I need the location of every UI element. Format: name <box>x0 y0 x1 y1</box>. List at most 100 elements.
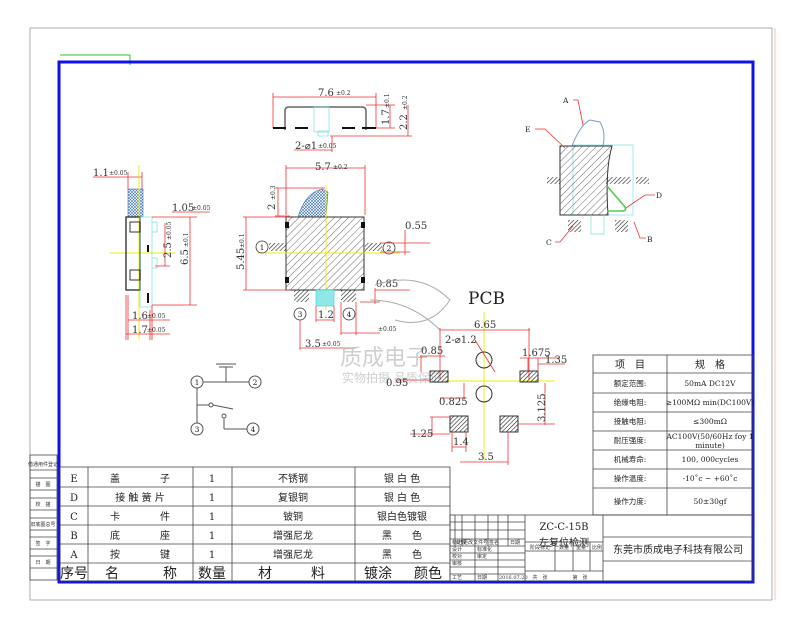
bom-row-name: 按 键 <box>110 548 170 561</box>
bom-row-material: 增强尼龙 <box>273 529 313 542</box>
bom-row-name: 卡 件 <box>110 510 170 523</box>
dim-text: 2.5 <box>163 242 174 258</box>
checker-label: 校对 <box>452 553 462 560</box>
process-label: 工艺 <box>452 575 462 581</box>
dim-tol: ±0.05 <box>192 205 211 212</box>
dim-text: 0.55 <box>405 221 427 232</box>
strip-label: 签 字 <box>35 540 50 547</box>
dim-text: 1.1 <box>93 168 109 179</box>
watermark-logo-text: 质成电子 <box>340 346 428 371</box>
total-sheets: 共 张 <box>532 574 547 581</box>
spec-table: 项 目 规 格 额定范围: 50mA DC12V 绝缘电阻: ≥100MΩ mi… <box>592 354 755 516</box>
spec-value: 100, 000cycles <box>682 455 739 464</box>
dim-text: 3.125 <box>537 393 548 422</box>
bom-header: 称 <box>163 566 177 582</box>
company-name: 东莞市质成电子科技有限公司 <box>613 543 743 556</box>
dim-text: 2-⌀1 <box>295 141 317 152</box>
dim-text: 1.35 <box>545 355 567 366</box>
bom-row-qty: 1 <box>209 474 215 485</box>
dim-text: 1.2 <box>318 310 334 321</box>
dim-tol: ±0.05 <box>147 327 166 334</box>
strip-label: 日 期 <box>35 560 50 566</box>
date-label: 日期 <box>477 575 487 581</box>
sheet-number: 第 张 <box>572 574 587 581</box>
circuit-pin-label: 1 <box>195 378 200 387</box>
dim-text: 2.2 <box>399 114 410 130</box>
dim-text: 1.4 <box>453 437 469 448</box>
date-value: 2016.07.20 <box>499 575 528 581</box>
dim-text: 7.6 <box>318 88 334 99</box>
dim-tol: ±0.05 <box>109 170 128 177</box>
spec-item: 操作温度: <box>614 473 647 483</box>
pin-label: 4 <box>347 310 352 319</box>
pcb-title: PCB <box>468 289 505 309</box>
spec-value: -10˚c ~ +60˚c <box>683 474 738 483</box>
strip-label: 描 图 <box>35 481 50 488</box>
circuit-pin-label: 4 <box>251 425 256 434</box>
dim-text: 0.825 <box>439 397 468 408</box>
circuit-pin-label: 3 <box>195 425 200 434</box>
rev-header: 日期 <box>510 540 520 546</box>
bom-header: 名 <box>105 566 119 582</box>
qty-label: 数量 <box>559 544 569 551</box>
top-view: 7.6 ±0.2 1.7 ±0.1 2.2 ±0.2 2-⌀1 ±0.05 <box>272 88 412 152</box>
assembly-section: A E D C B <box>525 96 662 247</box>
callout-label: B <box>647 235 653 244</box>
dim-text: 3.5 <box>305 339 321 350</box>
scale-label: 比例 <box>592 544 602 551</box>
spec-item: 接触电阻: <box>614 416 647 426</box>
dim-text: 6.65 <box>474 320 496 331</box>
spec-value: 50mA DC12V <box>684 379 736 388</box>
bom-row-qty: 1 <box>209 531 215 542</box>
dim-text: 0.85 <box>421 346 443 357</box>
front-view: 5.7 ±0.2 2 ±0.3 5.45 ±0.1 1 2 3 4 0.55 0… <box>236 162 430 350</box>
strip-label: 旧底图总号 <box>30 521 55 528</box>
dim-tol: ±0.1 <box>384 93 391 108</box>
spec-item: 绝缘电阻: <box>614 397 647 407</box>
dim-tol: ±0.05 <box>322 341 341 348</box>
callout-label: A <box>562 96 569 105</box>
rev-header: 标记 <box>452 539 462 546</box>
spec-value: ≥100MΩ min(DC100V) <box>666 398 755 407</box>
strip-label: 校 描 <box>35 501 50 508</box>
dim-text: 5.7 <box>315 162 331 173</box>
bom-row-finish: 黑 色 <box>382 529 422 542</box>
dim-tol: ±0.3 <box>270 185 277 200</box>
standard-label: 标准化 <box>477 546 492 553</box>
bom-header: 材 <box>258 566 272 582</box>
dim-text: 5.45 <box>236 248 247 270</box>
dim-text: 2 <box>267 204 278 210</box>
bom-header: 颜色 <box>414 565 442 582</box>
designer-label: 设计 <box>452 546 462 553</box>
dim-text: 0.95 <box>386 378 408 389</box>
stage-label: 阶段标记 <box>530 544 550 551</box>
bom-row-material: 不锈钢 <box>278 472 308 485</box>
spec-value: ≤300mΩ <box>693 417 727 426</box>
spec-header: 项 目 <box>615 359 645 371</box>
review-label: 审核 <box>452 560 462 567</box>
bom-header: 镀涂 <box>364 565 392 582</box>
bom-row-qty: 1 <box>209 550 215 561</box>
bom-header-row: 序号 名 称 数量 材 料 镀涂 颜色 <box>60 565 442 582</box>
bom-row-number: C <box>70 512 78 523</box>
dim-tol: ±0.2 <box>336 90 351 97</box>
dim-text: 1.6 <box>132 311 148 322</box>
dim-text: 1.25 <box>411 429 433 440</box>
dim-tol: ±0.2 <box>402 95 409 110</box>
dim-tol: ±0.05 <box>318 143 337 150</box>
dim-text: 1.7 <box>381 109 392 125</box>
bom-row-name: 接 触 簧 片 <box>115 491 165 504</box>
bom-row-name: 底 座 <box>110 529 170 542</box>
bom-table <box>59 466 451 582</box>
dim-text: 1.05 <box>172 203 194 214</box>
bom-header: 序号 <box>60 566 88 582</box>
bom-row-number: E <box>70 474 77 485</box>
dim-text: 1.675 <box>522 348 551 359</box>
bom-row-material: 增强尼龙 <box>273 548 313 561</box>
watermark-slogan: 实物拍摄 品质保证 <box>342 370 442 385</box>
bom-row-number: D <box>70 493 78 504</box>
callout-label: D <box>656 191 662 200</box>
